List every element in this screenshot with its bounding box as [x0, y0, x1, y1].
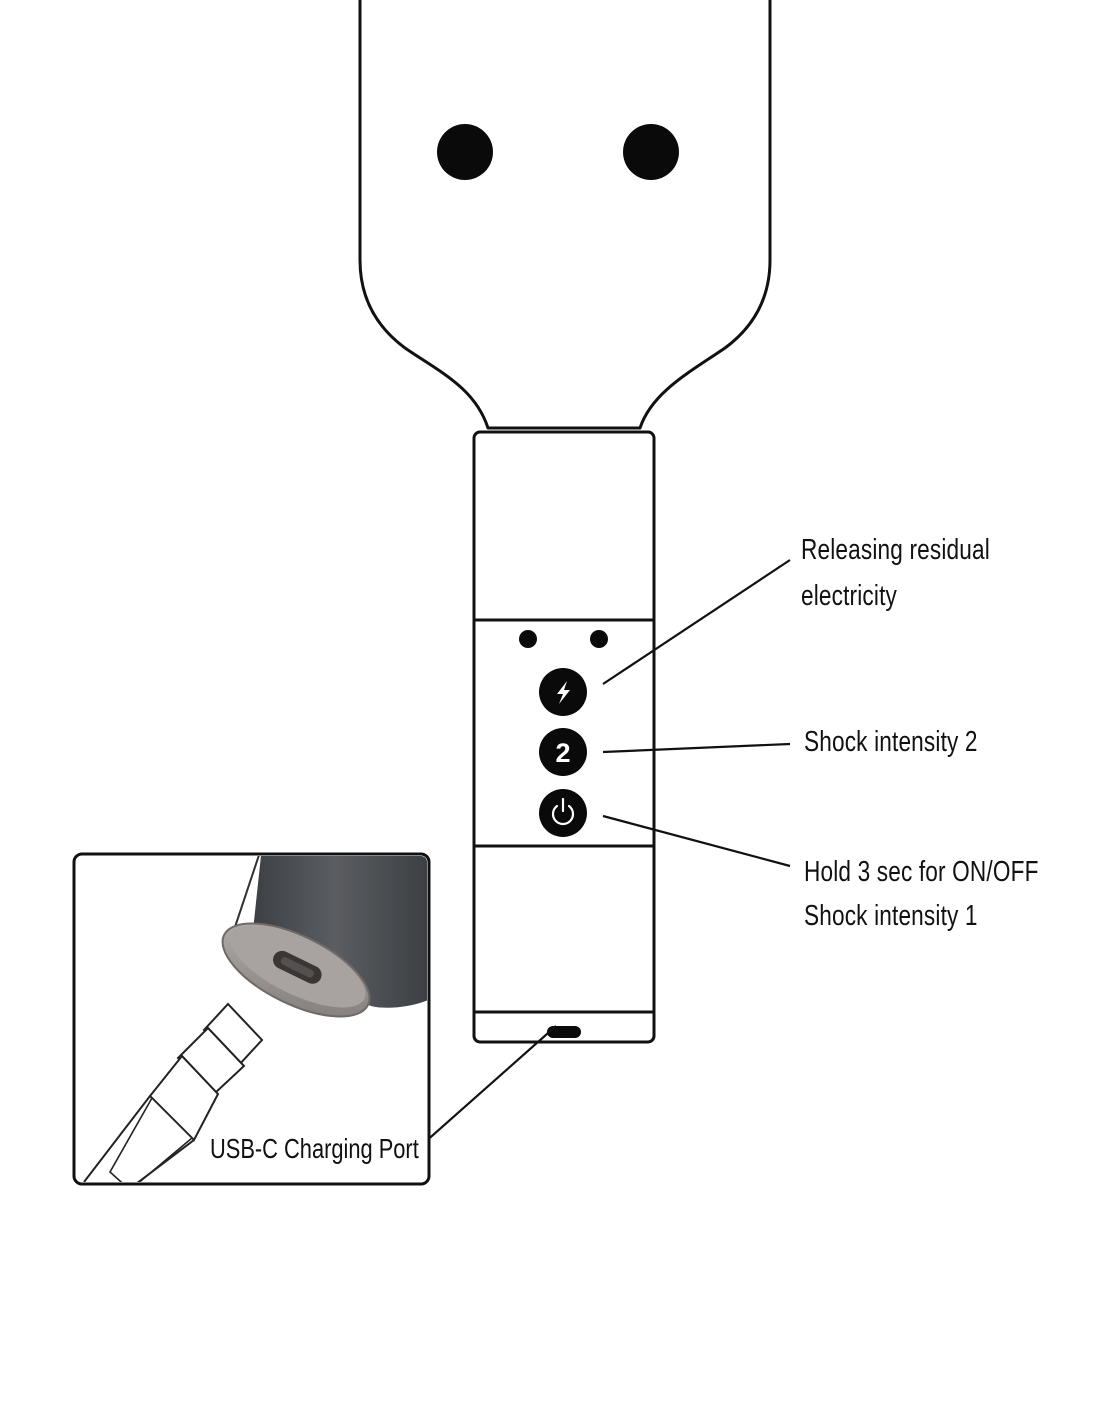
leader-intensity-2 [602, 742, 791, 754]
intensity-2-button[interactable]: 2 [539, 728, 587, 776]
paddle-head-outline [358, 0, 772, 430]
label-releasing-residual: Releasing residual [801, 534, 990, 566]
inset-end-cap [221, 922, 371, 1018]
label-shock-intensity-1: Shock intensity 1 [804, 900, 978, 932]
intensity-2-button-label: 2 [555, 738, 570, 768]
power-button[interactable] [539, 789, 587, 837]
usb-c-inset [72, 852, 431, 1186]
charging-port-slot [547, 1026, 581, 1038]
paddle-electrode-right [623, 124, 679, 180]
label-electricity: electricity [801, 580, 897, 612]
usb-c-cable [83, 1002, 264, 1182]
release-button[interactable] [539, 668, 587, 716]
paddle-electrode-left [437, 124, 493, 180]
leader-power [602, 814, 791, 868]
lightning-icon [557, 681, 570, 704]
handle-electrode-right [590, 630, 608, 648]
label-hold-on-off: Hold 3 sec for ON/OFF [804, 856, 1039, 888]
label-usb-c-charging-port: USB-C Charging Port [210, 1133, 419, 1164]
inset-handle [252, 856, 427, 1008]
power-icon [551, 797, 575, 826]
leader-release [602, 559, 791, 685]
handle-electrode-left [519, 630, 537, 648]
label-shock-intensity-2: Shock intensity 2 [804, 726, 978, 758]
